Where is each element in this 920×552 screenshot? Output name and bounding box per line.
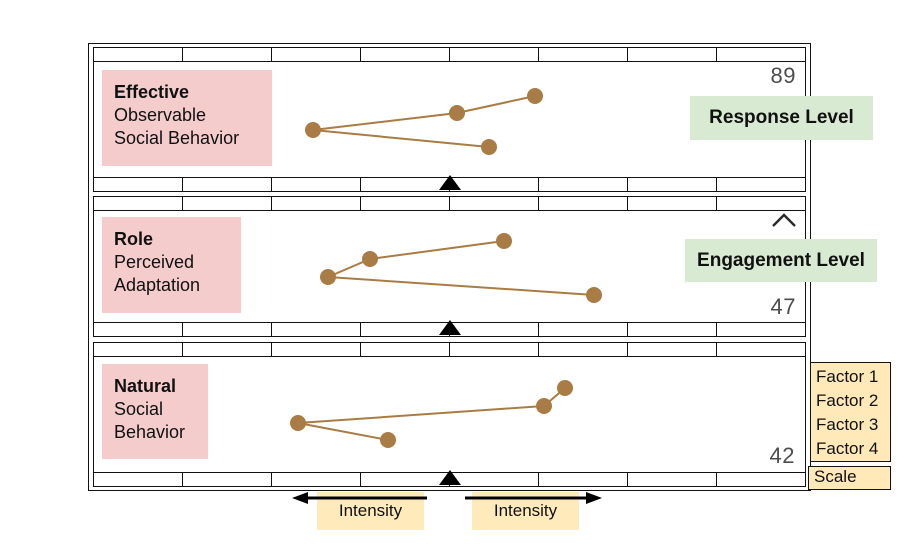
ruler-cell: [717, 473, 805, 486]
ruler-top-role: [94, 197, 805, 211]
label-line: Behavior: [114, 422, 186, 442]
ruler-cell: [94, 343, 183, 356]
label-box-effective: Effective Observable Social Behavior: [102, 70, 272, 166]
ruler-cell: [94, 197, 183, 210]
ruler-cell: [272, 48, 361, 61]
ruler-cell: [539, 178, 628, 191]
center-marker-triangle: [438, 470, 461, 485]
ruler-cell: [628, 48, 717, 61]
ruler-cell: [361, 343, 450, 356]
ruler-cell: [272, 343, 361, 356]
ruler-cell: [717, 197, 805, 210]
ruler-cell: [628, 323, 717, 336]
ruler-cell: [183, 178, 272, 191]
panel-content-effective: Effective Observable Social Behavior 89: [94, 62, 805, 177]
ruler-cell: [272, 197, 361, 210]
ruler-cell: [450, 197, 539, 210]
engagement-level-label: Engagement Level: [685, 239, 877, 282]
intensity-label-right: Intensity: [472, 492, 579, 530]
ruler-cell: [272, 473, 361, 486]
ruler-cell: [628, 343, 717, 356]
chevron-up-icon[interactable]: [771, 213, 797, 228]
ruler-cell: [183, 343, 272, 356]
center-marker-triangle: [438, 320, 461, 335]
label-title: Natural: [114, 376, 177, 396]
ruler-cell: [94, 178, 183, 191]
score-effective: 89: [770, 63, 796, 88]
label-box-natural: Natural Social Behavior: [102, 364, 208, 459]
score-natural: 42: [769, 443, 795, 468]
ruler-cell: [94, 48, 183, 61]
ruler-cell: [450, 473, 539, 486]
ruler-cell: [183, 197, 272, 210]
ruler-cell: [717, 48, 805, 61]
ruler-cell: [539, 323, 628, 336]
label-title: Role: [114, 229, 154, 249]
ruler-cell: [450, 343, 539, 356]
ruler-cell: [361, 48, 450, 61]
ruler-cell: [183, 473, 272, 486]
intensity-arrowhead-icon: [586, 492, 602, 504]
score-role: 47: [770, 294, 796, 319]
ruler-cell: [361, 197, 450, 210]
label-line: Observable: [114, 105, 207, 125]
ruler-cell: [628, 197, 717, 210]
panel-natural: Natural Social Behavior 42: [93, 342, 806, 487]
factor-legend: Factor 1 Factor 2 Factor 3 Factor 4: [810, 362, 891, 462]
ruler-cell: [272, 178, 361, 191]
intensity-label-left: Intensity: [317, 492, 424, 530]
ruler-cell: [450, 48, 539, 61]
factor-item: Factor 3: [816, 415, 879, 434]
panel-effective: Effective Observable Social Behavior 89: [93, 47, 806, 192]
ruler-cell: [183, 48, 272, 61]
ruler-cell: [94, 473, 183, 486]
ruler-cell: [539, 48, 628, 61]
scale-label: Scale: [808, 466, 891, 490]
ruler-cell: [361, 178, 450, 191]
intensity-arrowhead-icon: [292, 492, 308, 504]
label-line: Perceived: [114, 252, 195, 272]
ruler-cell: [717, 323, 805, 336]
ruler-cell: [361, 473, 450, 486]
ruler-cell: [450, 178, 539, 191]
ruler-cell: [628, 473, 717, 486]
ruler-cell: [539, 343, 628, 356]
response-level-label: Response Level: [690, 96, 873, 140]
ruler-top-effective: [94, 48, 805, 62]
factor-item: Factor 1: [816, 367, 879, 386]
label-title: Effective: [114, 82, 190, 102]
panel-content-role: Role Perceived Adaptation 47: [94, 211, 805, 322]
ruler-cell: [272, 323, 361, 336]
factor-item: Factor 2: [816, 391, 879, 410]
label-box-role: Role Perceived Adaptation: [102, 217, 241, 313]
label-line: Social: [114, 399, 164, 419]
ruler-cell: [94, 323, 183, 336]
center-marker-triangle: [438, 175, 461, 190]
ruler-cell: [628, 178, 717, 191]
label-line: Social Behavior: [114, 128, 240, 148]
ruler-cell: [450, 323, 539, 336]
ruler-top-natural: [94, 343, 805, 357]
factor-item: Factor 4: [816, 439, 879, 458]
ruler-cell: [539, 197, 628, 210]
ruler-cell: [361, 323, 450, 336]
label-line: Adaptation: [114, 275, 201, 295]
ruler-cell: [717, 178, 805, 191]
ruler-cell: [183, 323, 272, 336]
panel-content-natural: Natural Social Behavior 42: [94, 357, 805, 472]
ruler-cell: [539, 473, 628, 486]
ruler-cell: [717, 343, 805, 356]
